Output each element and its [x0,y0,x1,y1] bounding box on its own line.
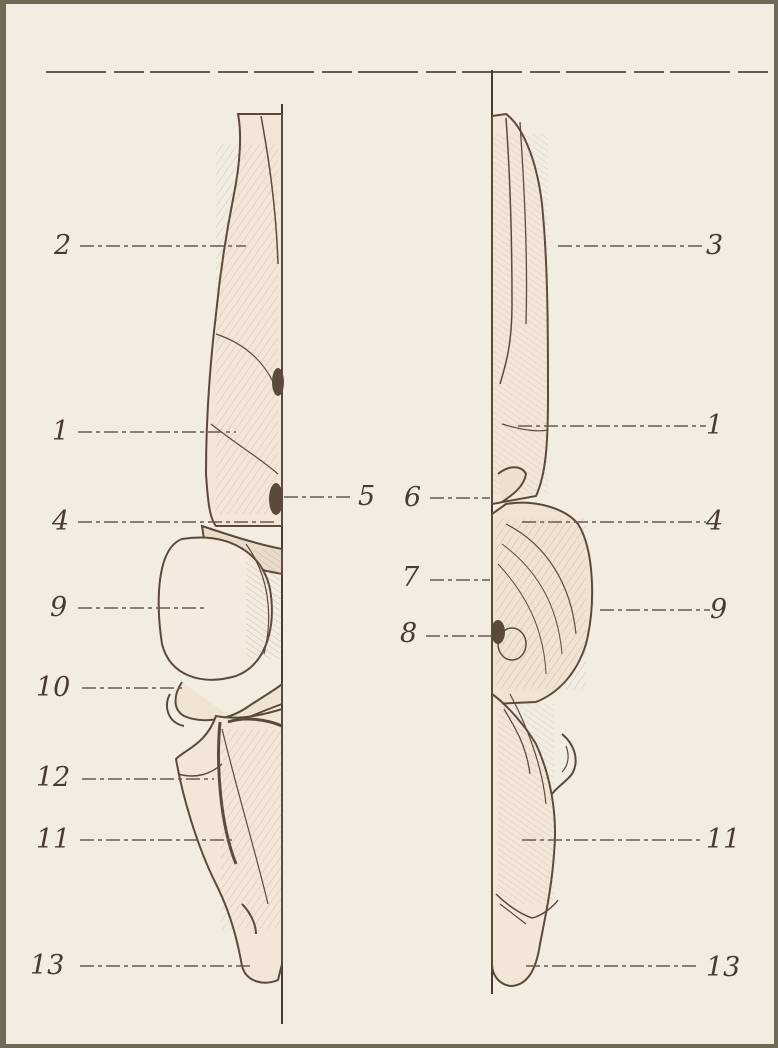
label-6: 6 [404,484,421,511]
label-11-left: 11 [36,826,70,853]
anatomy-drawing [6,4,774,1044]
label-13-left: 13 [30,952,64,979]
label-4-right: 4 [706,508,723,535]
label-11-right: 11 [706,826,740,853]
label-13-right: 13 [706,954,740,981]
label-4-left: 4 [52,508,69,535]
label-8: 8 [400,620,417,647]
label-1-right: 1 [706,412,723,439]
label-7: 7 [402,564,419,591]
diagram-sheet: 2 1 4 9 10 12 11 13 5 3 1 6 4 7 8 9 11 1… [6,4,774,1044]
right-specimen [491,114,592,986]
label-9-right: 9 [710,596,727,623]
label-3: 3 [706,232,723,259]
label-9-left: 9 [50,594,67,621]
label-1-left: 1 [52,418,69,445]
label-12: 12 [36,764,70,791]
label-2: 2 [54,232,71,259]
left-specimen [159,114,284,983]
label-5: 5 [358,483,375,510]
label-10: 10 [36,674,70,701]
